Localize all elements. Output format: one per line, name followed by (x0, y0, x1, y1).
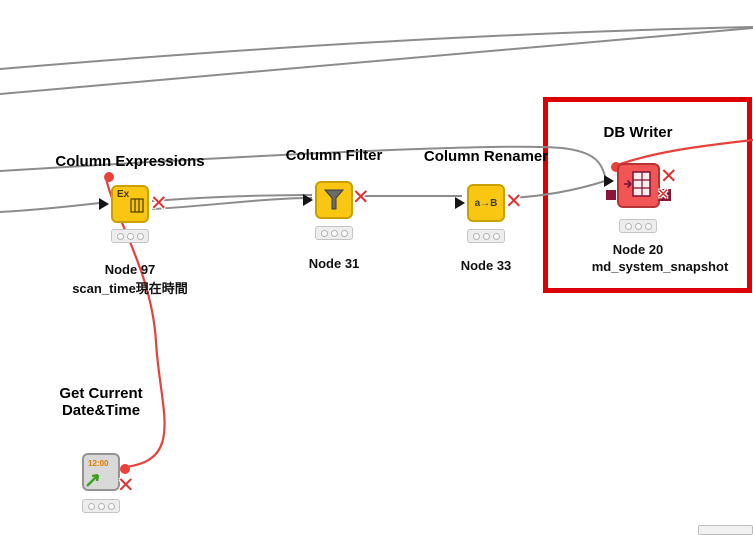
node-id-label: Node 33 (460, 258, 512, 273)
flow-variable-port[interactable] (611, 162, 621, 172)
node-get-current-datetime[interactable]: Get Current Date&Time 12:00 ✕ (59, 385, 143, 513)
flow-variable-port[interactable] (104, 172, 114, 182)
delete-cross-icon: ✕ (660, 165, 678, 188)
traffic-light-status (315, 226, 353, 240)
filter-funnel-icon (323, 189, 345, 210)
delete-cross-icon: ✕ (150, 192, 168, 215)
table-grid-glyph (130, 198, 144, 213)
rename-glyph: a→B (474, 197, 498, 209)
ex-glyph: Ex (117, 189, 130, 200)
node-id-label: Node 97 (104, 262, 156, 277)
node-id-label: Node 20 (612, 242, 664, 257)
connection-expressions-to-filter-1[interactable] (151, 194, 313, 202)
node-column-expressions[interactable]: Column Expressions Ex ✕ Node 97 scan_tim… (55, 153, 204, 296)
node-annotation: md_system_snapshot (591, 259, 729, 274)
traffic-light-status (619, 219, 657, 233)
connection-in-column-expressions[interactable] (0, 202, 101, 213)
delete-cross-icon: ✕ (657, 186, 670, 203)
green-arrow-icon (86, 473, 100, 487)
column-expressions-icon: Ex (111, 185, 149, 223)
db-writer-icon (617, 163, 660, 208)
column-filter-icon (315, 181, 353, 219)
node-title: Column Expressions (55, 153, 205, 170)
scrollbar-corner[interactable] (698, 525, 753, 535)
node-id-label: Node 31 (308, 256, 360, 271)
delete-cross-icon: ✕ (505, 190, 523, 213)
input-port[interactable] (99, 198, 109, 210)
db-table-icon (624, 171, 651, 197)
traffic-light-status (82, 499, 120, 513)
db-connection-port[interactable] (606, 190, 616, 200)
delete-cross-icon: ✕ (117, 474, 135, 497)
connection-top-2[interactable] (0, 26, 753, 70)
input-port[interactable] (303, 194, 313, 206)
clock-glyph: 12:00 (88, 459, 109, 468)
node-title: Column Renamer (423, 148, 549, 165)
node-db-writer[interactable]: DB Writer ✕ ✕ Node 20 md_system_snapshot (592, 124, 729, 274)
column-renamer-icon: a→B (467, 184, 505, 222)
node-column-filter[interactable]: Column Filter ✕ Node 31 (286, 147, 383, 271)
connection-long-to-db-writer[interactable] (0, 145, 606, 177)
node-title-line2: Date&Time (61, 402, 141, 419)
connection-expressions-to-filter-2[interactable] (151, 197, 313, 210)
node-annotation: scan_time現在時間 (72, 281, 188, 296)
traffic-light-status (111, 229, 149, 243)
node-title-line1: Get Current (59, 385, 143, 402)
connection-renamer-to-db-writer[interactable] (509, 180, 606, 199)
traffic-light-status (467, 229, 505, 243)
input-port[interactable] (604, 175, 614, 187)
db-output-port[interactable] (659, 189, 671, 201)
node-column-renamer[interactable]: Column Renamer a→B ✕ Node 33 (424, 148, 548, 273)
get-current-datetime-icon: 12:00 (82, 453, 120, 491)
node-title: Column Filter (285, 147, 383, 164)
delete-cross-icon: ✕ (352, 186, 370, 209)
node-title: DB Writer (603, 124, 673, 141)
output-flow-port[interactable] (120, 464, 130, 474)
connection-top-1[interactable] (0, 27, 753, 95)
flow-variable-connection-db-writer-out[interactable] (614, 138, 753, 168)
input-port[interactable] (455, 197, 465, 209)
